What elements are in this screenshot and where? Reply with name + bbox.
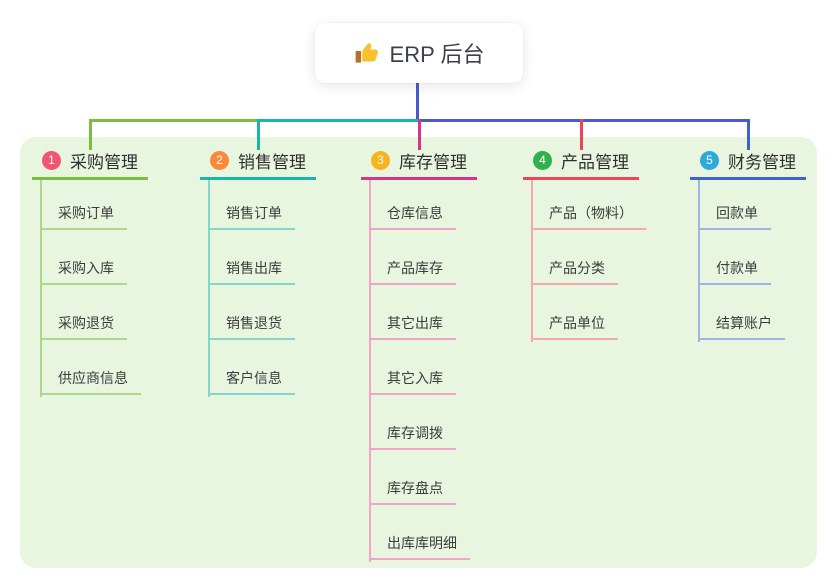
branch-label: 财务管理 [728,152,796,172]
child-node-label: 结算账户 [698,314,785,340]
child-node-label: 其它入库 [369,369,456,395]
branch-title-underline [200,177,316,180]
child-node[interactable]: 产品库存 [369,259,456,285]
branch-title-underline [32,177,148,180]
root-node-erp[interactable]: ERP 后台 [315,23,523,83]
child-node[interactable]: 采购订单 [40,204,127,230]
branch-children-vline [208,180,210,397]
child-node[interactable]: 采购入库 [40,259,127,285]
branch-drop-line [256,119,260,150]
branch-drop-line [746,119,750,150]
branch-node-2[interactable]: 2 销售管理 [200,148,306,172]
child-node-label: 库存盘点 [369,479,456,505]
branch-label: 产品管理 [561,152,629,172]
branch-title-underline [523,177,639,180]
branch-drop-line [417,119,421,150]
branch-children-vline [369,180,371,562]
branch-number-badge: 5 [700,150,719,170]
child-node[interactable]: 库存调拨 [369,424,456,450]
branch-title-underline [361,177,477,180]
child-node-label: 回款单 [698,204,771,230]
child-node-label: 产品库存 [369,259,456,285]
background-panel [20,137,817,568]
child-node-label: 产品分类 [531,259,618,285]
child-node-label: 产品（物料） [531,204,646,230]
thumbs-up-icon [354,40,380,66]
child-node-label: 其它出库 [369,314,456,340]
child-node[interactable]: 产品分类 [531,259,618,285]
child-node[interactable]: 其它出库 [369,314,456,340]
child-node[interactable]: 其它入库 [369,369,456,395]
branch-node-4[interactable]: 4 产品管理 [523,148,629,172]
child-node[interactable]: 产品单位 [531,314,618,340]
child-node-label: 供应商信息 [40,369,141,395]
child-node[interactable]: 出库库明细 [369,534,470,560]
child-node-label: 产品单位 [531,314,618,340]
child-node-label: 库存调拨 [369,424,456,450]
branch-number-badge: 4 [533,150,552,170]
child-node-label: 采购退货 [40,314,127,340]
branch-label: 库存管理 [399,152,467,172]
child-node-label: 采购入库 [40,259,127,285]
child-node-label: 客户信息 [208,369,295,395]
branch-label: 销售管理 [238,152,306,172]
root-stem-line [416,83,419,122]
child-node[interactable]: 回款单 [698,204,771,230]
branch-children-vline [40,180,42,397]
branch-children-vline [531,180,533,342]
child-node[interactable]: 结算账户 [698,314,785,340]
child-node[interactable]: 销售出库 [208,259,295,285]
child-node[interactable]: 付款单 [698,259,771,285]
child-node[interactable]: 客户信息 [208,369,295,395]
child-node-label: 出库库明细 [369,534,470,560]
connector-horizontal-segment [256,119,418,122]
branch-title-underline [690,177,806,180]
child-node[interactable]: 销售订单 [208,204,295,230]
branch-drop-line [579,119,583,150]
branch-label: 采购管理 [70,152,138,172]
branch-node-5[interactable]: 5 财务管理 [690,148,796,172]
child-node-label: 销售订单 [208,204,295,230]
branch-number-badge: 3 [371,150,390,170]
branch-drop-line [88,119,92,150]
child-node[interactable]: 产品（物料） [531,204,646,230]
branch-node-3[interactable]: 3 库存管理 [361,148,467,172]
child-node[interactable]: 供应商信息 [40,369,141,395]
connector-horizontal-segment [88,119,257,122]
child-node-label: 销售退货 [208,314,295,340]
connector-horizontal-segment [417,119,750,122]
child-node-label: 销售出库 [208,259,295,285]
child-node[interactable]: 库存盘点 [369,479,456,505]
child-node[interactable]: 仓库信息 [369,204,456,230]
child-node[interactable]: 采购退货 [40,314,127,340]
child-node-label: 采购订单 [40,204,127,230]
branch-number-badge: 1 [42,150,61,170]
branch-node-1[interactable]: 1 采购管理 [32,148,138,172]
child-node-label: 仓库信息 [369,204,456,230]
branch-number-badge: 2 [210,150,229,170]
child-node[interactable]: 销售退货 [208,314,295,340]
branch-children-vline [698,180,700,342]
root-node-label: ERP 后台 [389,42,485,67]
child-node-label: 付款单 [698,259,771,285]
